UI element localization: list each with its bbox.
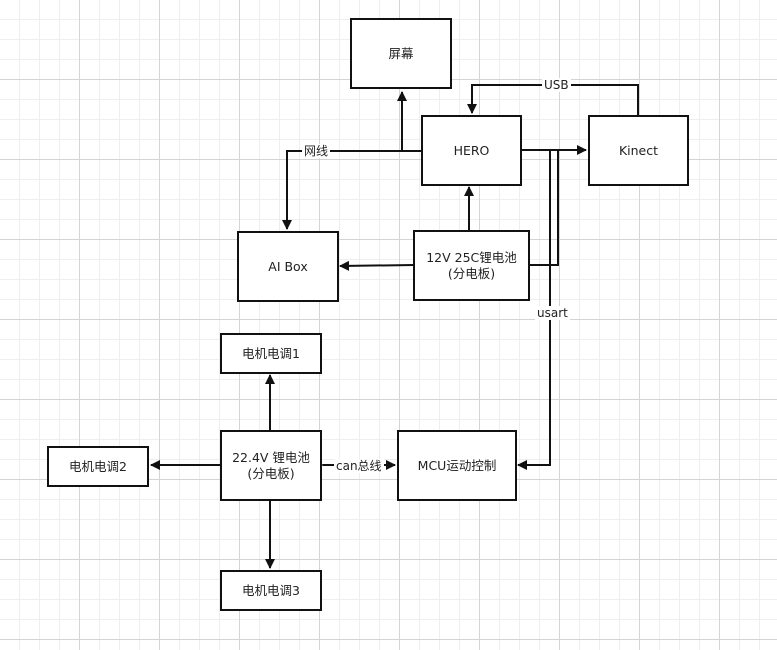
edge-label-ethernet: 网线 [302,144,331,158]
node-aibox-label: AI Box [268,258,308,274]
node-battery-12v[interactable]: 12V 25C锂电池 (分电板) [413,230,530,301]
node-battery-22v-line2: (分电板) [247,465,295,481]
node-screen[interactable]: 屏幕 [350,18,452,89]
node-hero-label: HERO [453,142,490,158]
node-esc3-label: 电机电调3 [242,582,300,598]
edge-label-usb: USB [542,78,571,92]
node-mcu[interactable]: MCU运动控制 [397,430,517,501]
edge-hero-to-aibox-ethernet [282,150,421,230]
edge-battery12-to-kinect [530,150,559,266]
node-battery-22v[interactable]: 22.4V 锂电池 (分电板) [220,430,322,501]
node-aibox[interactable]: AI Box [237,231,339,302]
node-mcu-label: MCU运动控制 [417,457,497,473]
node-kinect[interactable]: Kinect [588,115,689,186]
node-hero[interactable]: HERO [421,115,522,186]
edge-label-usart: usart [535,306,570,320]
node-battery-12v-line1: 12V 25C锂电池 [426,249,517,265]
node-screen-label: 屏幕 [388,45,414,61]
node-esc2-label: 电机电调2 [69,458,127,474]
node-kinect-label: Kinect [618,142,659,158]
edge-battery12-to-aibox [339,260,415,271]
node-esc3[interactable]: 电机电调3 [220,570,322,611]
node-battery-12v-line2: (分电板) [447,265,496,281]
edge-label-can: can总线 [334,459,384,473]
node-battery-22v-line1: 22.4V 锂电池 [232,449,310,465]
edge-hero-to-screen [397,91,421,152]
node-esc1-label: 电机电调1 [242,345,300,361]
node-esc1[interactable]: 电机电调1 [220,333,322,374]
node-esc2[interactable]: 电机电调2 [47,446,149,487]
